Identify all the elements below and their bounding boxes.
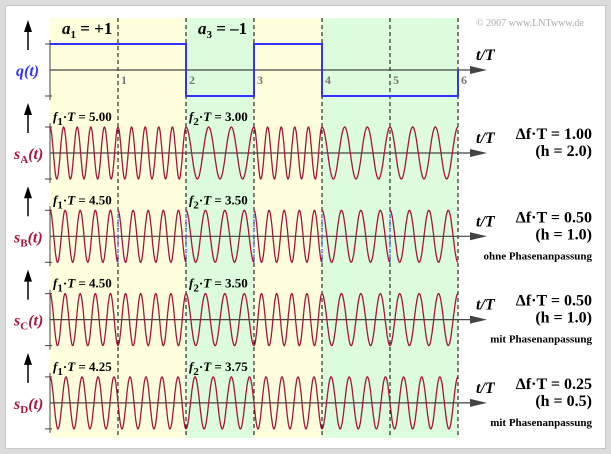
sB-label: sB(t)	[13, 229, 43, 249]
sB-axis-label: t/T	[476, 213, 496, 230]
sC-f2-label: f2·T = 3.50	[189, 276, 248, 295]
sC-h-label: (h = 1.0)	[535, 310, 592, 327]
sC-phase-note: mit Phasenanpassung	[490, 334, 592, 346]
x-tick-label: 3	[257, 73, 263, 87]
symbol-band-5	[322, 18, 390, 438]
symbol-band-3	[186, 18, 254, 438]
sA-h-label: (h = 2.0)	[535, 143, 592, 160]
sA-delta-f-label: Δf·T = 1.00	[516, 126, 592, 143]
sA-f2-label: f2·T = 3.00	[189, 109, 248, 128]
x-tick-label: 4	[325, 73, 331, 87]
sC-up-arrow-icon	[24, 269, 32, 282]
x-tick-label: 2	[189, 73, 195, 87]
symbol-label: a3 = –1	[198, 19, 247, 41]
symbol-band-2	[118, 18, 186, 438]
sC-f1-label: f1·T = 4.50	[53, 276, 112, 295]
q-axis-label: t/T	[476, 47, 496, 64]
sC-label: sC(t)	[13, 313, 43, 333]
q-label: q(t)	[16, 63, 39, 80]
sD-up-arrow-icon	[24, 352, 32, 365]
x-tick-label: 1	[121, 73, 127, 87]
sD-label: sD(t)	[13, 396, 43, 416]
sA-axis-arrow	[470, 149, 487, 157]
sB-up-arrow-icon	[24, 186, 32, 199]
sD-phase-note: mit Phasenanpassung	[490, 417, 592, 429]
x-tick-label: 6	[461, 73, 467, 87]
sA-axis-label: t/T	[476, 130, 496, 147]
sB-h-label: (h = 1.0)	[535, 226, 592, 243]
sB-axis-arrow	[470, 232, 487, 241]
sA-label: sA(t)	[13, 146, 43, 166]
q-signal-line	[50, 43, 459, 97]
copyright-text: © 2007 www.LNTwww.de	[476, 18, 584, 29]
sC-axis-arrow	[470, 315, 487, 324]
sB-delta-f-label: Δf·T = 0.50	[516, 209, 592, 226]
q-up-arrow-icon	[24, 20, 32, 32]
sA-signal-line	[49, 125, 459, 181]
sD-f2-label: f2·T = 3.75	[189, 359, 248, 378]
q-axis-arrow	[470, 66, 487, 74]
sD-axis-arrow	[470, 398, 487, 407]
sD-f1-label: f1·T = 4.25	[53, 359, 112, 378]
symbol-label: a1 = +1	[62, 19, 112, 41]
symbol-band-6	[390, 18, 458, 438]
x-tick-label: 5	[393, 73, 399, 87]
sA-f1-label: f1·T = 5.00	[53, 109, 112, 128]
sD-axis-label: t/T	[476, 380, 496, 397]
sC-axis-label: t/T	[476, 297, 496, 314]
sC-delta-f-label: Δf·T = 0.50	[516, 293, 592, 310]
sB-f2-label: f2·T = 3.50	[189, 192, 248, 211]
symbol-band-4	[254, 18, 322, 438]
sD-signal-line	[49, 376, 459, 430]
symbol-band-1	[50, 18, 118, 438]
sD-delta-f-label: Δf·T = 0.25	[516, 376, 592, 393]
sD-h-label: (h = 0.5)	[535, 393, 592, 410]
sC-signal-line	[49, 292, 459, 347]
sB-phase-note: ohne Phasenanpassung	[483, 250, 592, 262]
sB-f1-label: f1·T = 4.50	[53, 192, 112, 211]
sB-signal-line	[49, 209, 459, 264]
sA-up-arrow-icon	[24, 103, 32, 115]
